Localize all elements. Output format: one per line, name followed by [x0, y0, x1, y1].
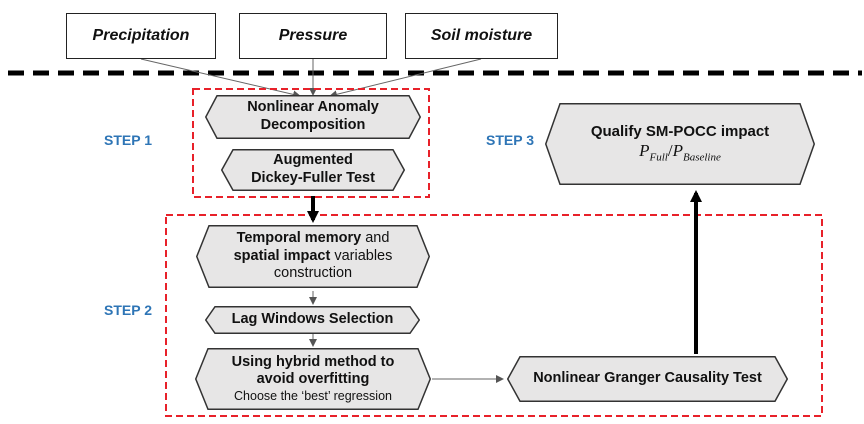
step2-label: STEP 2: [104, 302, 152, 318]
arrow-precip-to-step1: [140, 58, 301, 99]
box-hybrid-method: Using hybrid method to avoid overfitting…: [195, 348, 431, 410]
box-temporal-line3: construction: [273, 265, 353, 282]
input-soil-moisture: Soil moisture: [405, 13, 558, 59]
box-hybrid-line1: Using hybrid method to: [231, 353, 395, 370]
variables-text: variables: [330, 247, 393, 264]
box-hybrid-line3: Choose the ‘best’ regression: [234, 389, 392, 404]
box-temporal-spatial-variables: Temporal memory and spatial impact varia…: [196, 225, 430, 288]
p-baseline-symbol: P: [672, 141, 683, 161]
ratio-formula: PFull/PBaseline: [639, 141, 721, 165]
temporal-memory-text: Temporal memory: [236, 229, 362, 246]
step1-label: STEP 1: [104, 132, 152, 148]
spatial-impact-text: spatial impact: [233, 247, 331, 264]
ratio-slash: /: [667, 141, 673, 161]
and-text: and: [361, 229, 390, 246]
box-nonlinear-line2: Decomposition: [260, 117, 366, 133]
box-augmented-dickey-fuller: Augmented Dickey-Fuller Test: [221, 149, 405, 191]
box-qualify-title: Qualify SM-POCC impact: [590, 122, 770, 140]
box-nonlinear-granger-causality: Nonlinear Granger Causality Test: [507, 356, 788, 402]
box-granger-label: Nonlinear Granger Causality Test: [533, 370, 762, 387]
input-pressure: Pressure: [239, 13, 387, 59]
p-full-symbol: P: [639, 141, 650, 161]
box-lag-label: Lag Windows Selection: [231, 311, 394, 328]
box-hybrid-line2: avoid overfitting: [256, 371, 370, 388]
box-lag-windows-selection: Lag Windows Selection: [205, 306, 420, 334]
input-precipitation: Precipitation: [66, 13, 216, 59]
p-full-subscript: Full: [649, 151, 668, 164]
box-temporal-line1: Temporal memory and: [237, 230, 390, 248]
box-temporal-line2: spatial impact variables: [234, 248, 393, 266]
box-adf-line1: Augmented: [273, 152, 353, 169]
arrow-soil-to-step1: [329, 58, 482, 99]
box-nonlinear-anomaly-decomposition: Nonlinear Anomaly Decomposition: [205, 95, 421, 139]
step3-label: STEP 3: [486, 132, 534, 148]
box-qualify-sm-pocc-impact: Qualify SM-POCC impact PFull/PBaseline: [545, 103, 815, 185]
box-adf-line2: Dickey-Fuller Test: [251, 170, 375, 186]
box-nonlinear-line1: Nonlinear Anomaly: [247, 99, 379, 116]
p-baseline-subscript: Baseline: [682, 151, 721, 164]
